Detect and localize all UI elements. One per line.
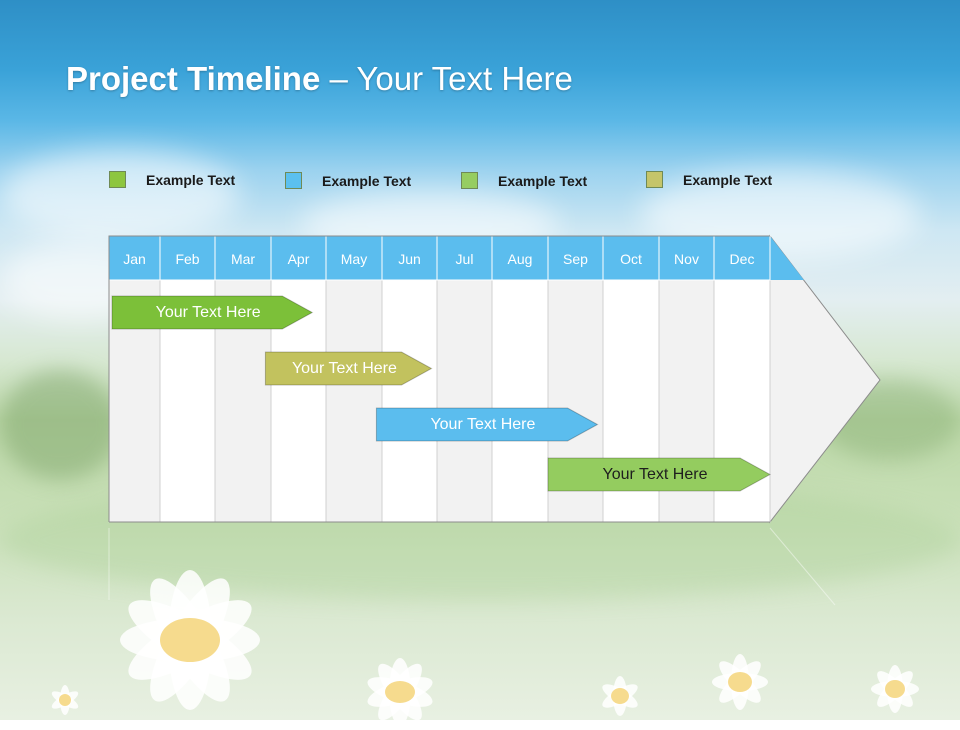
task-bar-label: Your Text Here	[430, 416, 536, 433]
task-bar-label: Your Text Here	[291, 360, 397, 377]
legend-swatch-olive-icon	[646, 171, 663, 188]
task-bar-label: Your Text Here	[602, 466, 708, 483]
daisy-flower-icon	[871, 665, 919, 713]
task-bar-label: Your Text Here	[155, 304, 261, 321]
daisy-flower-icon	[367, 658, 433, 726]
chart-border	[108, 235, 770, 522]
month-column	[381, 279, 438, 523]
month-label: Aug	[507, 251, 533, 267]
month-header-cell	[658, 235, 715, 281]
month-label: Jan	[123, 251, 146, 267]
month-label: Jul	[455, 251, 474, 267]
daisy-flower-icon	[712, 654, 768, 710]
legend-label: Example Text	[498, 173, 588, 189]
task-bar	[264, 351, 433, 386]
month-column	[325, 279, 383, 523]
title-regular: – Your Text Here	[320, 60, 573, 97]
month-column	[436, 279, 493, 523]
page-title: Project Timeline – Your Text Here	[66, 60, 573, 98]
daisy-flower-icon	[120, 570, 260, 710]
month-label: Sep	[563, 251, 588, 267]
legend-swatch-green-icon	[109, 171, 126, 188]
month-label: Feb	[175, 251, 200, 267]
month-label: Jun	[398, 251, 421, 267]
reflection-line	[769, 527, 836, 606]
daisy-flower-icon	[602, 676, 638, 716]
month-label: Oct	[620, 251, 642, 267]
task-bar	[111, 295, 314, 330]
month-label: Apr	[287, 251, 310, 267]
title-bold: Project Timeline	[66, 60, 321, 97]
month-label: Nov	[674, 251, 699, 267]
month-label: May	[340, 251, 368, 267]
legend-label: Example Text	[322, 173, 412, 189]
task-bar	[375, 407, 599, 442]
month-label: Dec	[729, 251, 755, 267]
month-label: Mar	[230, 251, 256, 267]
legend-swatch-lightgreen-icon	[461, 172, 478, 189]
daisy-flower-icon	[51, 685, 79, 715]
month-header-cell	[491, 235, 549, 281]
legend-label: Example Text	[146, 172, 236, 188]
month-header-cell	[547, 235, 604, 281]
month-column	[491, 279, 549, 523]
month-header-cell	[436, 235, 493, 281]
task-bar	[547, 457, 772, 492]
legend-label: Example Text	[683, 172, 773, 188]
month-header-cell	[381, 235, 438, 281]
legend-swatch-blue-icon	[285, 172, 302, 189]
month-header-cell	[713, 235, 771, 281]
arrow-header-tip	[770, 236, 804, 280]
month-header-cell	[214, 235, 272, 281]
